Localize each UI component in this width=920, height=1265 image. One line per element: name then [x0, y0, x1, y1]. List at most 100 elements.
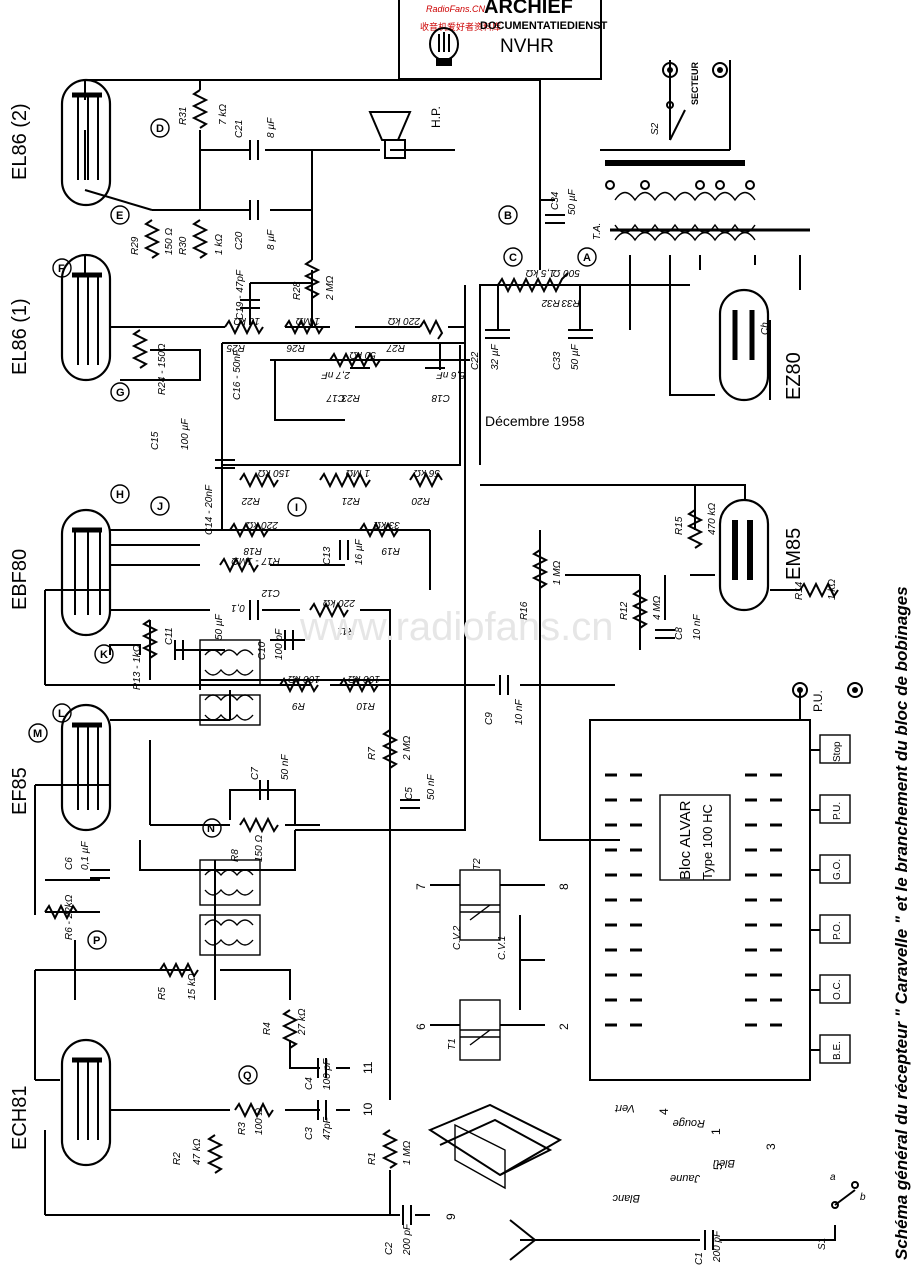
- label-c3: C3: [304, 1127, 315, 1140]
- label-c4-value: 100 pF: [322, 1058, 333, 1090]
- label-r22-value: 150 kΩ: [258, 467, 290, 478]
- label-s1: S1: [817, 1238, 828, 1250]
- label-c21-value: 8 µF: [266, 117, 277, 138]
- label-c6-value: 0,1 µF: [80, 841, 91, 870]
- coil-button-oc: O.C.: [832, 979, 843, 1000]
- label-r6: R6 - 22kΩ: [64, 894, 75, 940]
- label-r12-value: 4 MΩ: [652, 595, 663, 620]
- label-r8-value: 150 Ω: [254, 835, 265, 862]
- svg-text:J: J: [157, 501, 163, 513]
- label-c15: C15: [150, 431, 161, 450]
- test-points: A B C D E F G H I J K L M N P Q: [28, 118, 597, 1085]
- test-point-b: B: [498, 205, 518, 225]
- label-r29: R29: [130, 236, 141, 255]
- label-c17-value: 2,7 nF: [321, 369, 351, 380]
- capacitors: [90, 140, 714, 1250]
- tube-label-ech81: ECH81: [9, 1086, 31, 1150]
- svg-text:M: M: [33, 728, 42, 740]
- coil-button-go: G.O.: [832, 859, 843, 880]
- stamp-watermark-site: RadioFans.CN: [426, 4, 486, 14]
- date-label: Décembre 1958: [485, 413, 585, 429]
- label-r5-value: 15 kΩ: [187, 973, 198, 1000]
- faint-watermark: www.radiofans.cn: [299, 605, 613, 649]
- wire-label-jaune: Jaune: [670, 1172, 701, 1184]
- test-point-j: J: [150, 496, 170, 516]
- pin-11: 11: [361, 1061, 375, 1074]
- label-r16: R16: [519, 601, 530, 620]
- tube-ez80: [718, 288, 770, 402]
- label-r4: R4: [262, 1022, 273, 1035]
- label-r25-value: 10 kΩ: [233, 315, 260, 326]
- label-c22: C22: [470, 351, 481, 370]
- label-r7-value: 2 MΩ: [402, 735, 413, 761]
- svg-text:G: G: [116, 387, 125, 399]
- label-c33: C33: [552, 351, 563, 370]
- label-r28: R28: [292, 281, 303, 300]
- label-c20-value: 8 µF: [266, 229, 277, 250]
- label-r32: R32: [541, 297, 560, 308]
- label-r8: R8: [230, 849, 241, 862]
- label-r31: R31: [178, 107, 189, 125]
- test-point-f: F: [52, 258, 72, 278]
- label-c1: C1: [694, 1252, 705, 1265]
- tube-logo-icon: [429, 27, 459, 66]
- label-r18-value: 220 kΩ: [246, 519, 279, 530]
- label-c21: C21: [234, 120, 245, 138]
- svg-text:F: F: [58, 263, 65, 275]
- tuning-gang: [459, 869, 501, 1061]
- pin-10: 10: [361, 1102, 375, 1116]
- coil-block: [589, 719, 851, 1081]
- stamp-archief: ARCHIEF: [484, 0, 573, 18]
- test-point-k: K: [94, 644, 114, 664]
- label-r27-value: 220 kΩ: [388, 315, 421, 326]
- label-r24: R24 - 150Ω: [157, 343, 168, 395]
- antenna-icon: [509, 1219, 537, 1261]
- test-point-l: L: [52, 703, 72, 723]
- label-r29-value: 150 Ω: [164, 228, 175, 255]
- pin-8: 8: [557, 883, 571, 890]
- pin-6: 6: [414, 1023, 428, 1030]
- label-r12: R12: [619, 601, 630, 620]
- label-t1: T1: [447, 1038, 458, 1050]
- switch-s2: [666, 101, 686, 141]
- label-c1-value: 200 pF: [712, 1230, 723, 1263]
- label-r33-value: 500 Ω: [553, 267, 580, 278]
- svg-text:E: E: [116, 210, 123, 222]
- if-transformer-1: [199, 639, 261, 726]
- tube-em85: [718, 498, 770, 612]
- label-c33-value: 50 µF: [570, 343, 581, 370]
- coil-button-po: P.O.: [832, 921, 843, 940]
- coil-button-pu: P.U.: [832, 802, 843, 820]
- label-r3-value: 100 Ω: [254, 1108, 265, 1135]
- label-r26: R26: [286, 342, 305, 353]
- label-r31-value: 7 kΩ: [218, 104, 229, 125]
- label-c5: C5: [404, 787, 415, 800]
- label-c6: C6: [64, 857, 75, 870]
- label-c2: C2: [384, 1242, 395, 1255]
- label-r17: R17 - 1MΩ: [231, 555, 280, 566]
- tube-label-ebf80: EBF80: [9, 549, 31, 610]
- component-labels: R31 7 kΩ C21 8 µF H.P. R29 150 Ω R30 1 k…: [64, 61, 866, 1265]
- label-r22: R22: [241, 495, 260, 506]
- resistors: [44, 89, 839, 1174]
- label-r21: R21: [342, 495, 360, 506]
- figure-caption: Schéma général du récepteur " Caravelle …: [892, 586, 911, 1260]
- label-r10-value: 100 kΩ: [348, 673, 380, 684]
- label-c9: C9: [484, 712, 495, 725]
- pin-numbers: 1 2 3 4 5 6 7 8 9 10 11: [361, 883, 778, 1220]
- svg-text:I: I: [295, 502, 298, 514]
- test-point-h: H: [110, 484, 130, 504]
- test-point-e: E: [110, 205, 130, 225]
- label-r2-value: 47 kΩ: [192, 1138, 203, 1165]
- stamp-nvhr: NVHR: [500, 36, 554, 57]
- svg-text:H: H: [116, 489, 124, 501]
- tube-el86-2: [60, 78, 112, 207]
- label-r21-value: 1 MΩ: [345, 467, 370, 478]
- label-c17: C17: [326, 392, 345, 403]
- label-r15-value: 470 kΩ: [707, 503, 718, 535]
- label-c34-value: 50 µF: [567, 188, 578, 215]
- label-c22-value: 32 µF: [490, 343, 501, 370]
- tube-label-ez80: EZ80: [783, 352, 805, 400]
- label-r14: R14: [794, 581, 805, 600]
